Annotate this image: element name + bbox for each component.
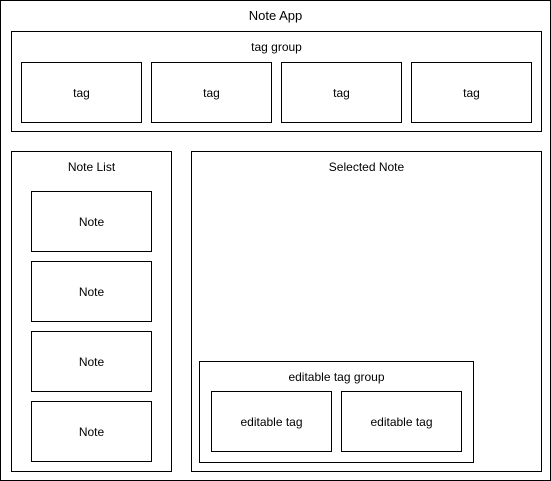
note-item[interactable]: Note [31, 191, 152, 252]
editable-tag-group-title: editable tag group [288, 370, 385, 384]
note-list: Note List Note Note Note Note [11, 151, 172, 472]
tag-item[interactable]: tag [21, 62, 142, 123]
tag-group: tag group tag tag tag tag [11, 31, 542, 132]
note-item[interactable]: Note [31, 401, 152, 462]
note-item[interactable]: Note [31, 331, 152, 392]
app-title: Note App [248, 8, 303, 23]
editable-tag-item[interactable]: editable tag [341, 391, 462, 452]
tag-item[interactable]: tag [411, 62, 532, 123]
tag-item[interactable]: tag [151, 62, 272, 123]
note-list-title: Note List [67, 160, 116, 174]
selected-note-title: Selected Note [328, 160, 405, 174]
selected-note-panel: Selected Note editable tag group editabl… [191, 151, 542, 472]
editable-tag-item[interactable]: editable tag [211, 391, 332, 452]
note-item[interactable]: Note [31, 261, 152, 322]
tag-group-title: tag group [251, 40, 302, 54]
tag-item[interactable]: tag [281, 62, 402, 123]
editable-tag-group: editable tag group editable tag editable… [199, 361, 474, 463]
